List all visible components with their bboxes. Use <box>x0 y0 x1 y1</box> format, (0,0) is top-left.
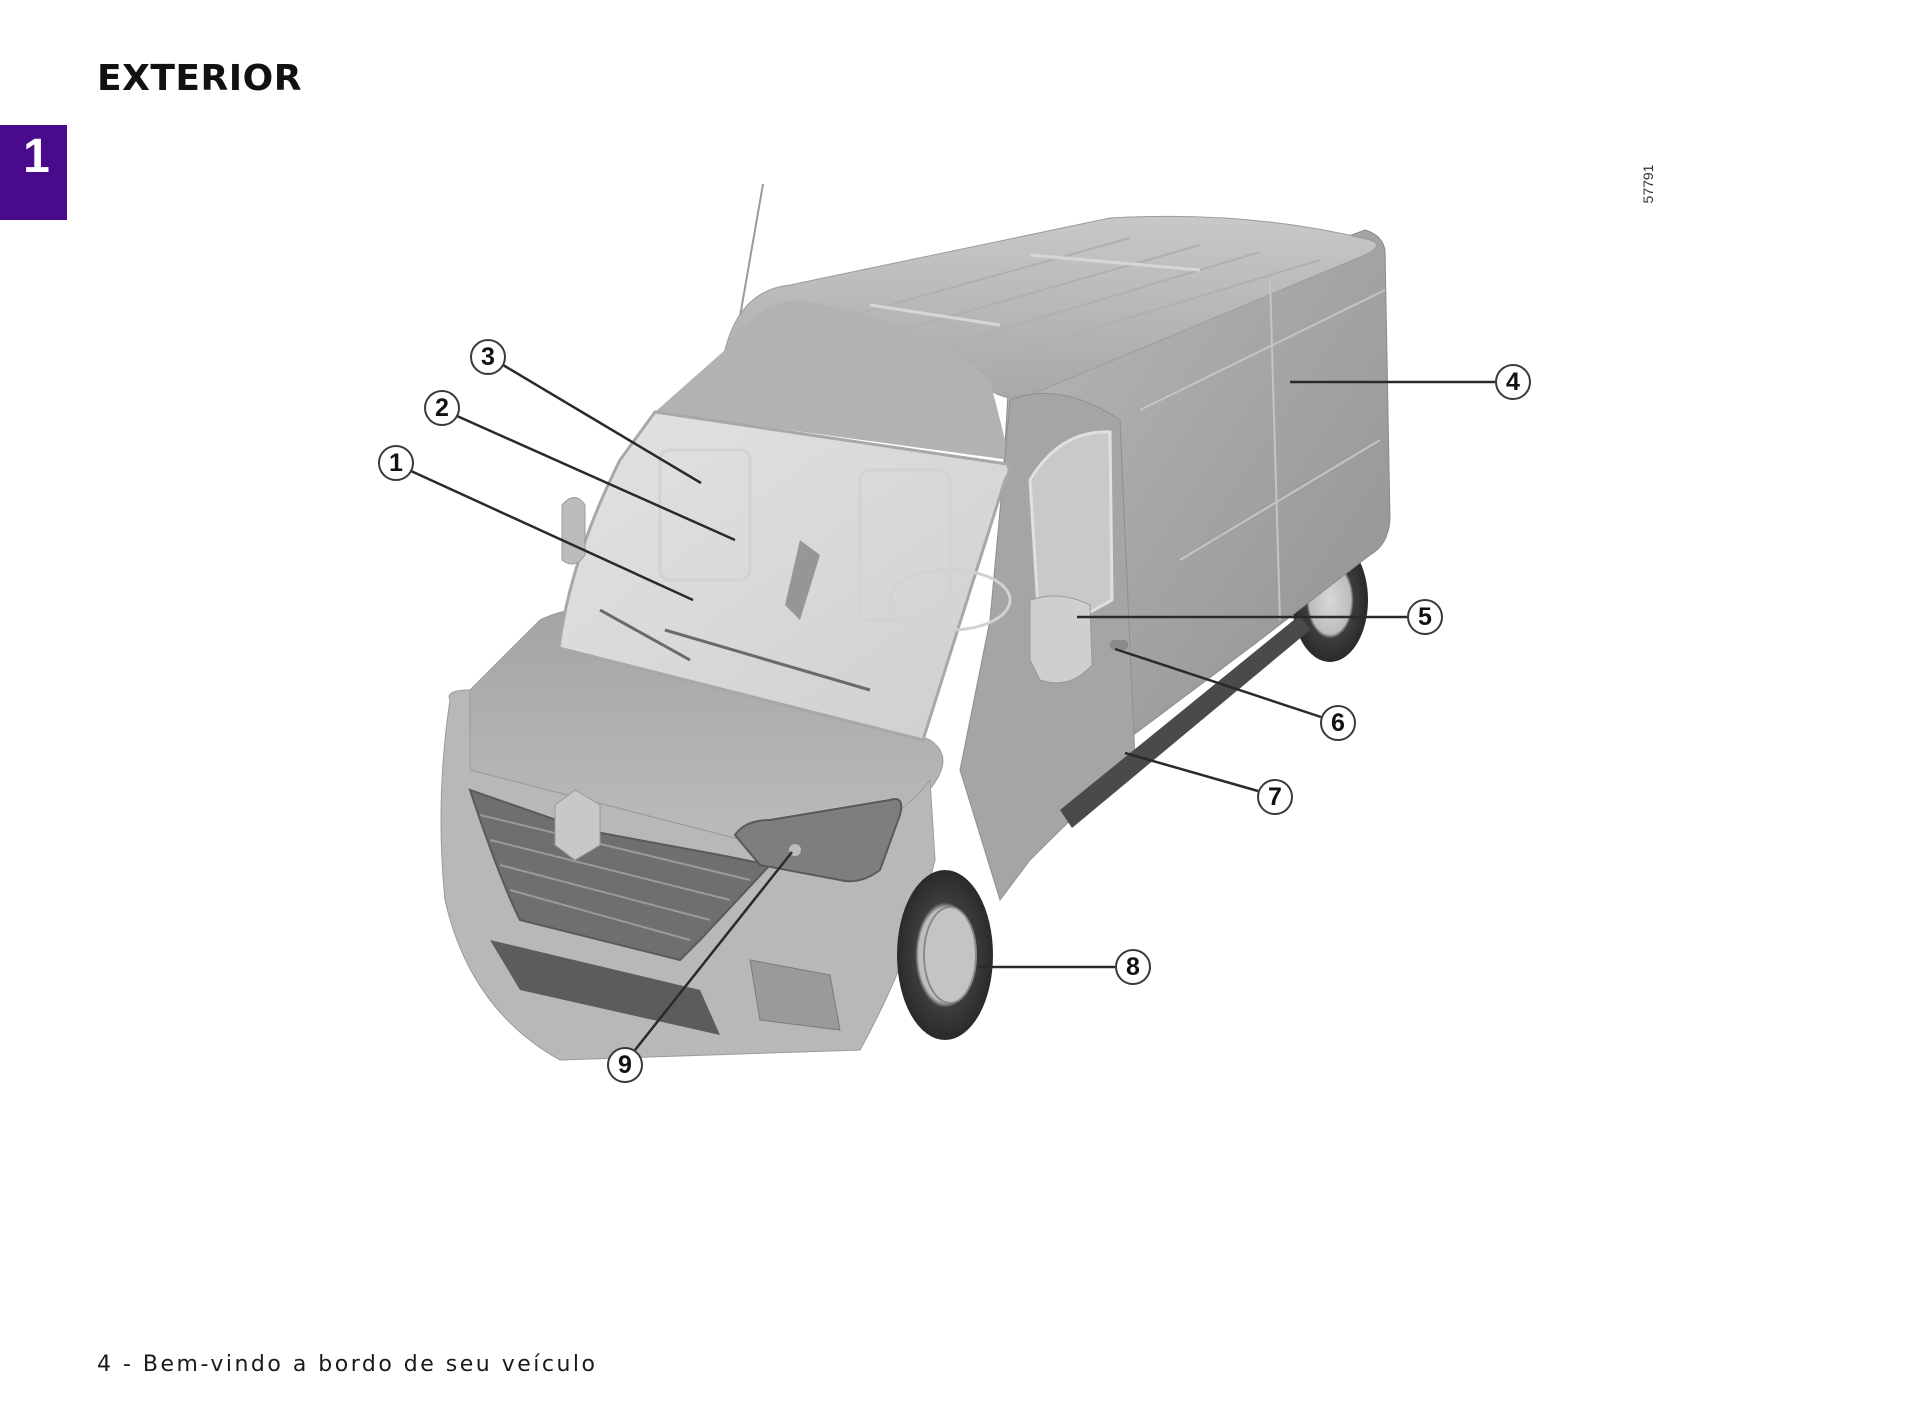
callout-7-number: 7 <box>1268 782 1282 811</box>
cab-front-upper <box>655 300 1010 460</box>
headlight <box>733 798 903 883</box>
callout-5: 5 <box>1407 599 1443 635</box>
page-footer: 4 - Bem-vindo a bordo de seu veículo <box>97 1352 598 1377</box>
wipers <box>599 608 871 692</box>
brand-logo <box>554 789 601 861</box>
right-mirror <box>1029 595 1093 684</box>
roof-rails <box>869 253 1201 327</box>
leader-line-1 <box>410 469 694 602</box>
callout-2: 2 <box>424 390 460 426</box>
fog-light <box>749 959 841 1031</box>
side-protective-strip <box>1060 615 1310 828</box>
leader-line-6 <box>1114 647 1322 719</box>
callout-6-number: 6 <box>1331 708 1345 737</box>
chapter-tab: 1 <box>0 125 67 220</box>
leader-line-9 <box>634 851 793 1051</box>
callout-6: 6 <box>1320 705 1356 741</box>
callout-5-number: 5 <box>1418 602 1432 631</box>
side-window <box>1028 430 1114 643</box>
callout-4-number: 4 <box>1506 367 1520 396</box>
door-handle <box>1110 640 1128 650</box>
callout-1-number: 1 <box>389 448 403 477</box>
callout-2-number: 2 <box>435 393 449 422</box>
dashboard-object <box>785 540 820 620</box>
windshield <box>557 410 1011 742</box>
leader-line-2 <box>456 414 736 542</box>
chapter-number: 1 <box>23 130 50 183</box>
leader-line-7 <box>1124 751 1259 793</box>
callout-7: 7 <box>1257 779 1293 815</box>
callout-3-number: 3 <box>481 342 495 371</box>
grille-mesh <box>479 814 751 941</box>
grille <box>468 788 772 962</box>
leader-line-3 <box>502 363 702 485</box>
front-wheel-rim <box>923 906 977 1004</box>
callout-8: 8 <box>1115 949 1151 985</box>
page-title: EXTERIOR <box>97 58 302 99</box>
callout-9-number: 9 <box>618 1050 632 1079</box>
callout-1: 1 <box>378 445 414 481</box>
callout-lines <box>410 363 1495 1051</box>
cab-interior <box>658 448 1012 632</box>
callout-8-number: 8 <box>1126 952 1140 981</box>
cargo-panel-lines <box>1139 279 1386 621</box>
left-mirror <box>561 497 586 565</box>
callout-3: 3 <box>470 339 506 375</box>
lower-grille <box>490 940 720 1035</box>
callout-9: 9 <box>607 1047 643 1083</box>
callout-4: 4 <box>1495 364 1531 400</box>
